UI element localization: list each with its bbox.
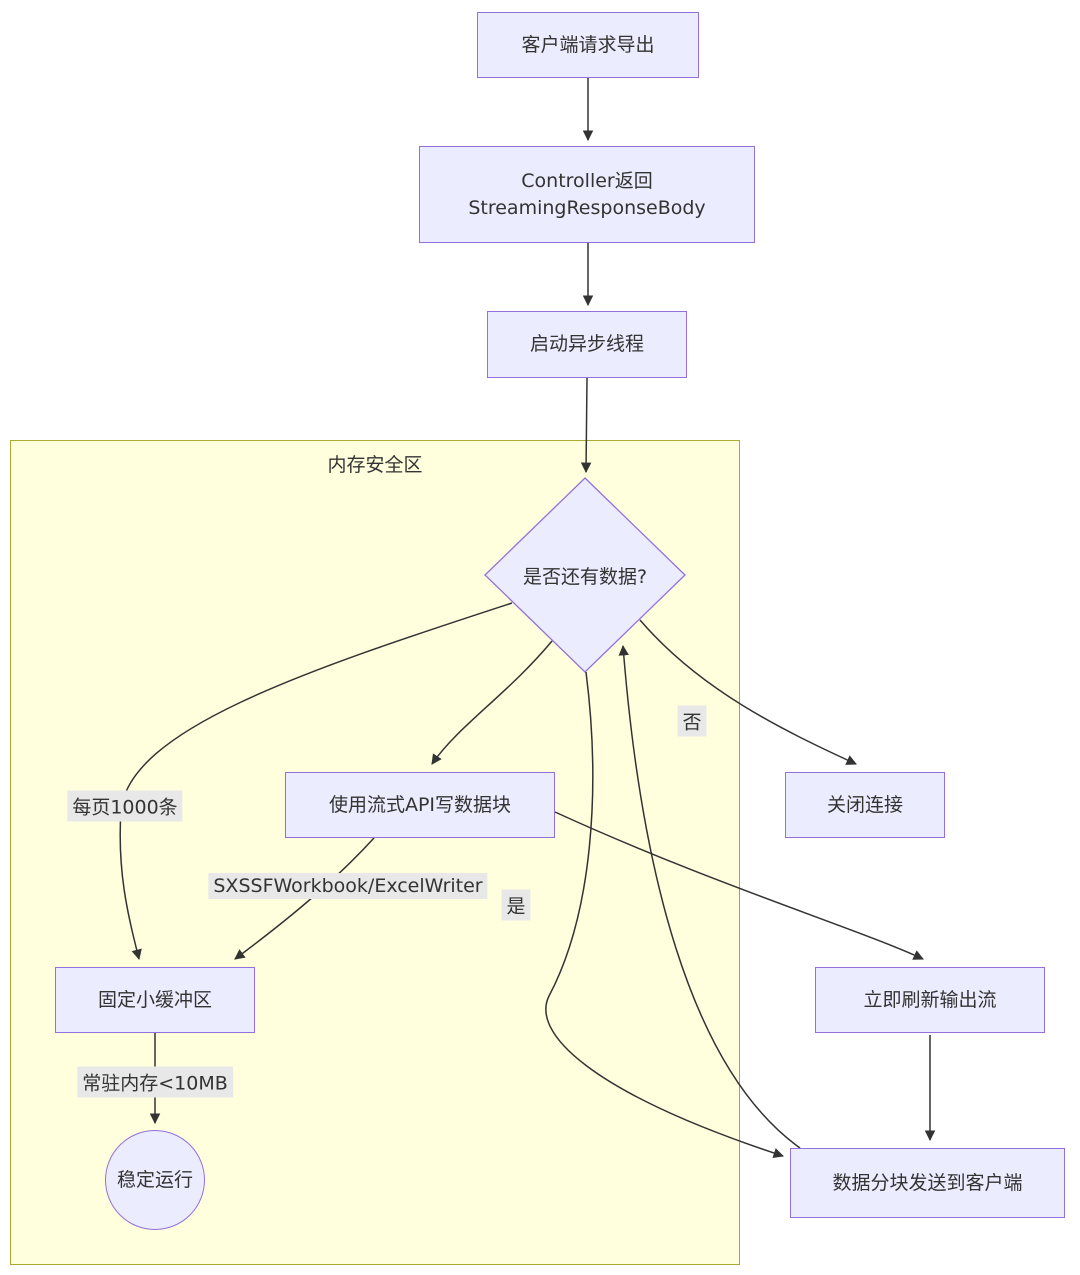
edge-label-page-size: 每页1000条	[67, 790, 183, 822]
edge-label-no: 否	[677, 705, 707, 737]
edge-decision-to-close	[639, 619, 857, 765]
node-close-connection: 关闭连接	[785, 772, 945, 838]
node-stream-api: 使用流式API写数据块	[285, 772, 555, 838]
edge-streamapi-to-flush	[554, 811, 924, 960]
edge-label-memory: 常驻内存<10MB	[77, 1066, 233, 1098]
edge-label-writer: SXSSFWorkbook/ExcelWriter	[208, 873, 488, 899]
edge-thread-to-decision	[580, 377, 592, 474]
node-fixed-buffer: 固定小缓冲区	[55, 967, 255, 1033]
node-flush-stream: 立即刷新输出流	[815, 967, 1045, 1033]
node-client-request: 客户端请求导出	[477, 12, 699, 78]
subgraph-title: 内存安全区	[327, 454, 423, 476]
edge-label-yes: 是	[501, 889, 531, 921]
decision-diamond-shape	[484, 477, 686, 673]
edge-streamapi-to-buffer	[234, 837, 375, 960]
node-decision-has-data: 是否还有数据?	[522, 565, 648, 588]
edge-decision-loop-to-send	[545, 671, 784, 1159]
node-controller: Controller返回 StreamingResponseBody	[419, 146, 755, 243]
node-async-thread: 启动异步线程	[487, 311, 687, 378]
node-stable-run: 稳定运行	[105, 1130, 205, 1230]
edge-decision-to-streamapi	[431, 640, 553, 765]
edge-decision-to-buffer	[119, 602, 513, 961]
node-send-chunks: 数据分块发送到客户端	[790, 1148, 1065, 1218]
edge-send-to-decision	[618, 644, 801, 1149]
